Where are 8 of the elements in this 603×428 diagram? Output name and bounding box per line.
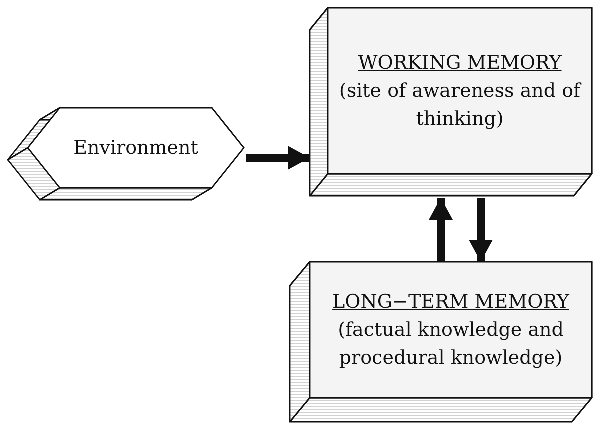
block-text: Environment — [74, 136, 198, 161]
block-heading: WORKING MEMORY — [358, 51, 562, 76]
arrow — [469, 198, 493, 262]
arrow — [429, 198, 453, 262]
arrow — [246, 146, 310, 170]
block-heading: LONG−TERM MEMORY — [332, 290, 570, 315]
block-text: (factual knowledge and procedural knowledge) — [337, 318, 565, 371]
block-text: (site of awareness and of thinking) — [338, 79, 583, 132]
